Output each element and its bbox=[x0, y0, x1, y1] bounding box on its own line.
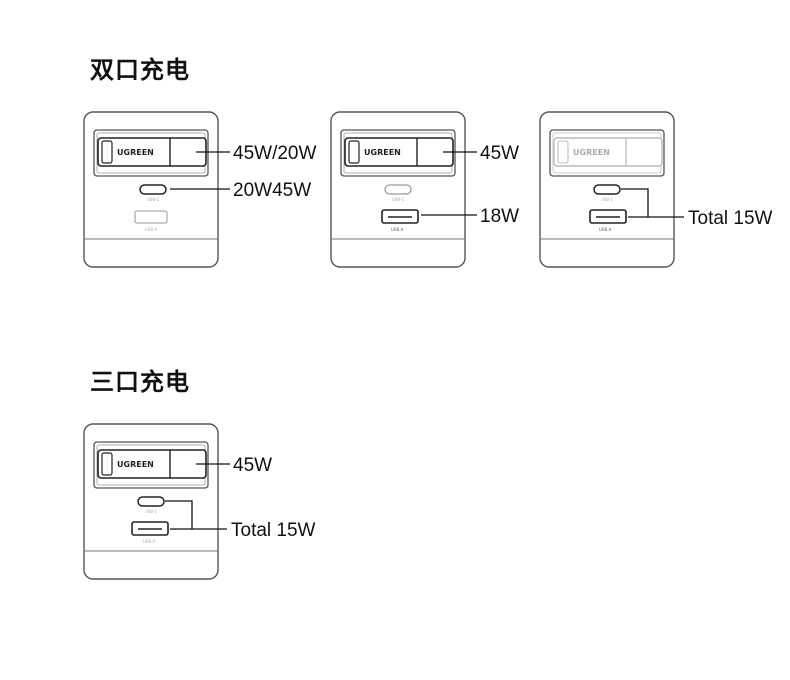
usb-c-caption: USB-C bbox=[392, 197, 405, 202]
usb-a-caption: USB A bbox=[599, 227, 611, 232]
usb-c-plug bbox=[553, 137, 663, 167]
plug-tip bbox=[101, 452, 113, 476]
ugreen-logo: UGREEN bbox=[117, 148, 154, 157]
power-label-top: 45W bbox=[233, 455, 272, 476]
ugreen-logo: UGREEN bbox=[117, 460, 154, 469]
power-label-top: 45W bbox=[480, 143, 519, 164]
charger-device-2: UGREEN USB-C USB A 45W 18W bbox=[330, 111, 519, 268]
ugreen-logo: UGREEN bbox=[573, 148, 610, 157]
usb-c-caption: USB-C bbox=[601, 197, 614, 202]
usb-a-port bbox=[134, 210, 168, 224]
usb-c-port bbox=[137, 496, 165, 507]
usb-c-caption: USB-C bbox=[145, 509, 158, 514]
power-label-total: Total 15W bbox=[231, 520, 316, 541]
usb-c-port bbox=[593, 184, 621, 195]
usb-a-caption: USB A bbox=[391, 227, 403, 232]
usb-a-caption: USB-A bbox=[143, 539, 156, 544]
dual-port-title: 双口充电 bbox=[90, 56, 190, 84]
power-label-mid: 20W45W bbox=[233, 180, 311, 201]
triple-port-title: 三口充电 bbox=[90, 368, 190, 396]
bracket-line bbox=[165, 500, 227, 530]
power-label-top: 45W/20W bbox=[233, 143, 316, 164]
usb-a-caption: USB-A bbox=[145, 227, 158, 232]
charger-device-4: UGREEN USB-C USB-A 45W Total 15W bbox=[83, 423, 316, 580]
power-label-total: Total 15W bbox=[688, 208, 773, 229]
usb-c-port bbox=[139, 184, 167, 195]
usb-c-port bbox=[384, 184, 412, 195]
plug-tip bbox=[557, 140, 569, 164]
usb-c-caption: USB-C bbox=[147, 197, 160, 202]
plug-tip bbox=[348, 140, 360, 164]
charger-device-1: UGREEN USB-C USB-A 45W/20W 20W45W bbox=[83, 111, 316, 268]
power-label-a: 18W bbox=[480, 206, 519, 227]
plug-tip bbox=[101, 140, 113, 164]
ugreen-logo: UGREEN bbox=[364, 148, 401, 157]
charger-device-3: UGREEN USB-C USB A Total 15W bbox=[539, 111, 773, 268]
bracket-line bbox=[621, 188, 684, 218]
